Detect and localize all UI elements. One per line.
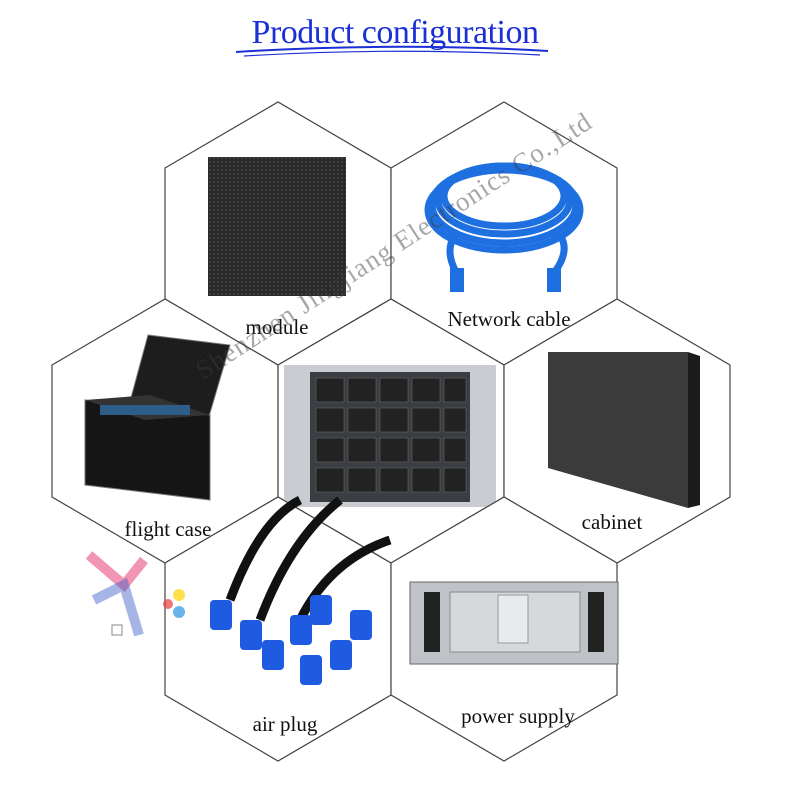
hex-center — [277, 298, 505, 564]
hex-network-cable — [390, 101, 618, 366]
led-module-image — [208, 157, 346, 296]
hex-module — [164, 101, 392, 366]
hex-power-supply — [390, 496, 619, 762]
label-cabinet: cabinet — [581, 510, 643, 534]
page-title: Product configuration — [251, 14, 539, 51]
cabinet-image — [548, 352, 700, 508]
led-screen-assembly-image — [284, 365, 496, 507]
air-plug-image — [210, 495, 392, 685]
page-title-block: Product configuration — [0, 14, 790, 64]
hex-cabinet — [503, 298, 731, 564]
hex-flight-case — [51, 298, 279, 564]
label-module: module — [245, 315, 309, 339]
label-flight-case: flight case — [124, 517, 212, 541]
company-logo — [85, 551, 185, 637]
power-supply-image — [409, 581, 619, 665]
label-power-supply: power supply — [461, 704, 575, 728]
network-cable-image — [424, 162, 584, 292]
title-swoosh — [235, 45, 549, 57]
label-network-cable: Network cable — [447, 307, 571, 331]
hex-air-plug — [164, 495, 392, 762]
label-air-plug: air plug — [252, 712, 318, 736]
flight-case-image — [84, 334, 231, 501]
